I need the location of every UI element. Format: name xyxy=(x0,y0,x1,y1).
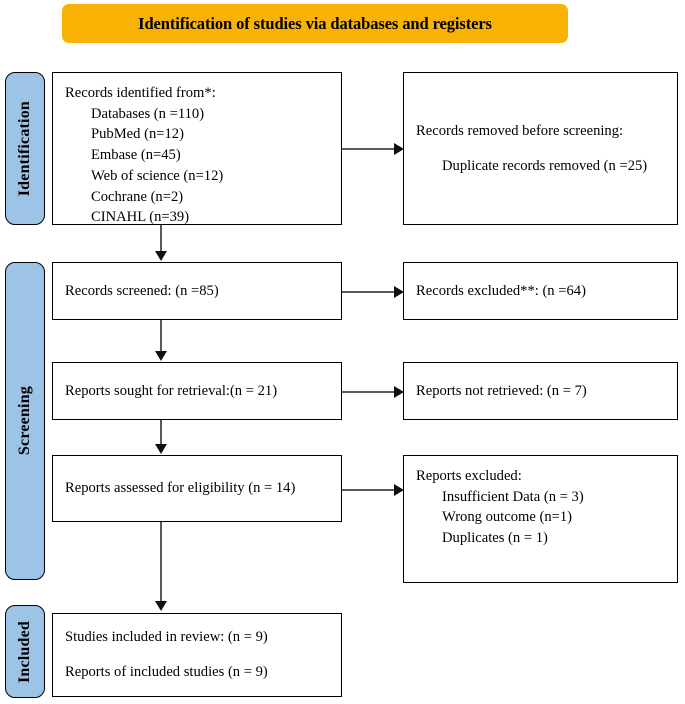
records-identified-item: Web of science (n=12) xyxy=(91,167,224,184)
arrow-stem xyxy=(342,148,396,150)
box-reports-assessed: Reports assessed for eligibility (n = 14… xyxy=(52,455,342,522)
arrow-stem xyxy=(342,391,396,393)
records-excluded-text: Records excluded**: (n =64) xyxy=(416,282,586,299)
box-records-screened: Records screened: (n =85) xyxy=(52,262,342,320)
arrow-head-down-icon xyxy=(154,251,167,261)
box-reports-excluded: Reports excluded: Insufficient Data (n =… xyxy=(403,455,678,583)
arrow-head-down-icon xyxy=(154,601,167,611)
box-records-removed: Records removed before screening: Duplic… xyxy=(403,72,678,225)
box-reports-sought: Reports sought for retrieval:(n = 21) xyxy=(52,362,342,420)
arrow-head-right-icon xyxy=(394,483,404,496)
records-screened-text: Records screened: (n =85) xyxy=(65,282,219,299)
arrow-head-down-icon xyxy=(154,444,167,454)
phase-tab-included-label: Included xyxy=(16,620,33,683)
reports-excluded-item: Insufficient Data (n = 3) xyxy=(442,488,584,505)
reports-sought-text: Reports sought for retrieval:(n = 21) xyxy=(65,382,278,399)
records-identified-heading: Records identified from*: xyxy=(65,85,216,101)
reports-excluded-item: Duplicates (n = 1) xyxy=(442,530,548,547)
phase-tab-identification: Identification xyxy=(5,72,45,225)
records-identified-item: CINAHL (n=39) xyxy=(91,209,190,226)
box-records-excluded: Records excluded**: (n =64) xyxy=(403,262,678,320)
records-removed-item: Duplicate records removed (n =25) xyxy=(442,157,648,174)
phase-tab-included: Included xyxy=(5,605,45,698)
records-removed-heading: Records removed before screening: xyxy=(416,122,624,139)
banner-title: Identification of studies via databases … xyxy=(138,13,492,33)
arrow-head-right-icon xyxy=(394,385,404,398)
records-identified-item: PubMed (n=12) xyxy=(91,126,184,143)
arrow-stem xyxy=(160,225,162,252)
studies-included-line: Studies included in review: (n = 9) xyxy=(65,629,268,646)
arrow-stem xyxy=(342,489,396,491)
reports-not-retrieved-text: Reports not retrieved: (n = 7) xyxy=(416,382,587,399)
reports-excluded-heading: Reports excluded: xyxy=(416,468,522,484)
arrow-stem xyxy=(160,522,162,602)
box-studies-included: Studies included in review: (n = 9) Repo… xyxy=(52,613,342,697)
records-identified-item: Databases (n =110) xyxy=(91,105,205,122)
box-reports-not-retrieved: Reports not retrieved: (n = 7) xyxy=(403,362,678,420)
arrow-head-right-icon xyxy=(394,142,404,155)
phase-tab-identification-label: Identification xyxy=(16,100,33,197)
arrow-head-down-icon xyxy=(154,351,167,361)
arrow-stem xyxy=(342,291,396,293)
reports-included-line: Reports of included studies (n = 9) xyxy=(65,664,268,680)
phase-tab-screening: Screening xyxy=(5,262,45,580)
arrow-stem xyxy=(160,420,162,445)
records-identified-item: Cochrane (n=2) xyxy=(91,188,184,205)
phase-tab-screening-label: Screening xyxy=(16,386,33,456)
box-records-identified: Records identified from*: Databases (n =… xyxy=(52,72,342,225)
arrow-stem xyxy=(160,320,162,352)
arrow-head-right-icon xyxy=(394,285,404,298)
records-identified-item: Embase (n=45) xyxy=(91,147,181,164)
reports-assessed-text: Reports assessed for eligibility (n = 14… xyxy=(65,480,296,497)
reports-excluded-item: Wrong outcome (n=1) xyxy=(442,509,573,526)
diagram-header-banner: Identification of studies via databases … xyxy=(62,4,568,43)
